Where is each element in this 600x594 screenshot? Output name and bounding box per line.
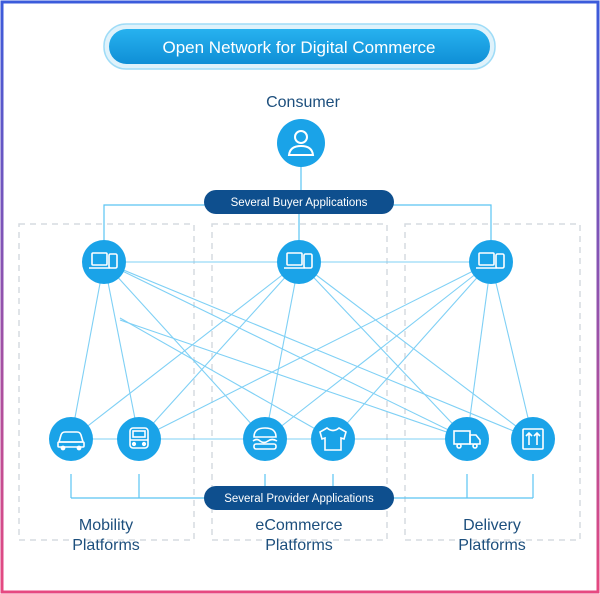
devices-icon: [476, 252, 505, 269]
group-boxes: [18, 223, 581, 541]
group-labels: Mobility Platforms eCommerce Platforms D…: [72, 517, 526, 554]
devices-icon: [89, 252, 118, 269]
consumer-node: [277, 119, 325, 167]
page-title: Open Network for Digital Commerce: [162, 38, 435, 57]
ecommerce-group-box: [211, 223, 388, 541]
mobility-label-line1: Mobility: [79, 517, 133, 534]
car-icon: [57, 431, 85, 451]
title-banner: Open Network for Digital Commerce: [103, 23, 496, 70]
title-pill-inner: [109, 29, 490, 64]
ecommerce-label-line2: Platforms: [265, 537, 333, 554]
buyer-app-node-2: [277, 240, 321, 284]
devices-icon: [284, 252, 313, 269]
provider-node-truck: [445, 417, 489, 461]
provider-node-shirt: [311, 417, 355, 461]
burger-icon: [252, 427, 278, 450]
consumer-label: Consumer: [266, 94, 340, 111]
package-box-icon: [522, 428, 544, 450]
ecommerce-label-line1: eCommerce: [255, 517, 342, 534]
provider-node-bus: [117, 417, 161, 461]
shirt-icon: [319, 427, 347, 451]
mobility-label-line2: Platforms: [72, 537, 140, 554]
buyer-bar-label: Several Buyer Applications: [231, 197, 368, 209]
delivery-label-line1: Delivery: [463, 517, 521, 534]
delivery-truck-icon: [453, 430, 481, 449]
mobility-group-box: [18, 223, 195, 541]
bus-icon: [129, 427, 149, 449]
provider-bar-label: Several Provider Applications: [224, 493, 374, 505]
buyer-bar-shape: [204, 190, 394, 214]
mesh-connections: [70, 261, 534, 440]
buyer-app-node-1: [82, 240, 126, 284]
buyer-applications-bar: Several Buyer Applications: [204, 190, 394, 214]
user-icon: [287, 130, 315, 156]
delivery-label-line2: Platforms: [458, 537, 526, 554]
provider-applications-bar: Several Provider Applications: [204, 486, 394, 510]
delivery-group-box: [404, 223, 581, 541]
provider-bar-shape: [204, 486, 394, 510]
provider-node-box: [511, 417, 555, 461]
provider-node-burger: [243, 417, 287, 461]
buyer-app-node-3: [469, 240, 513, 284]
provider-node-car: [49, 417, 93, 461]
